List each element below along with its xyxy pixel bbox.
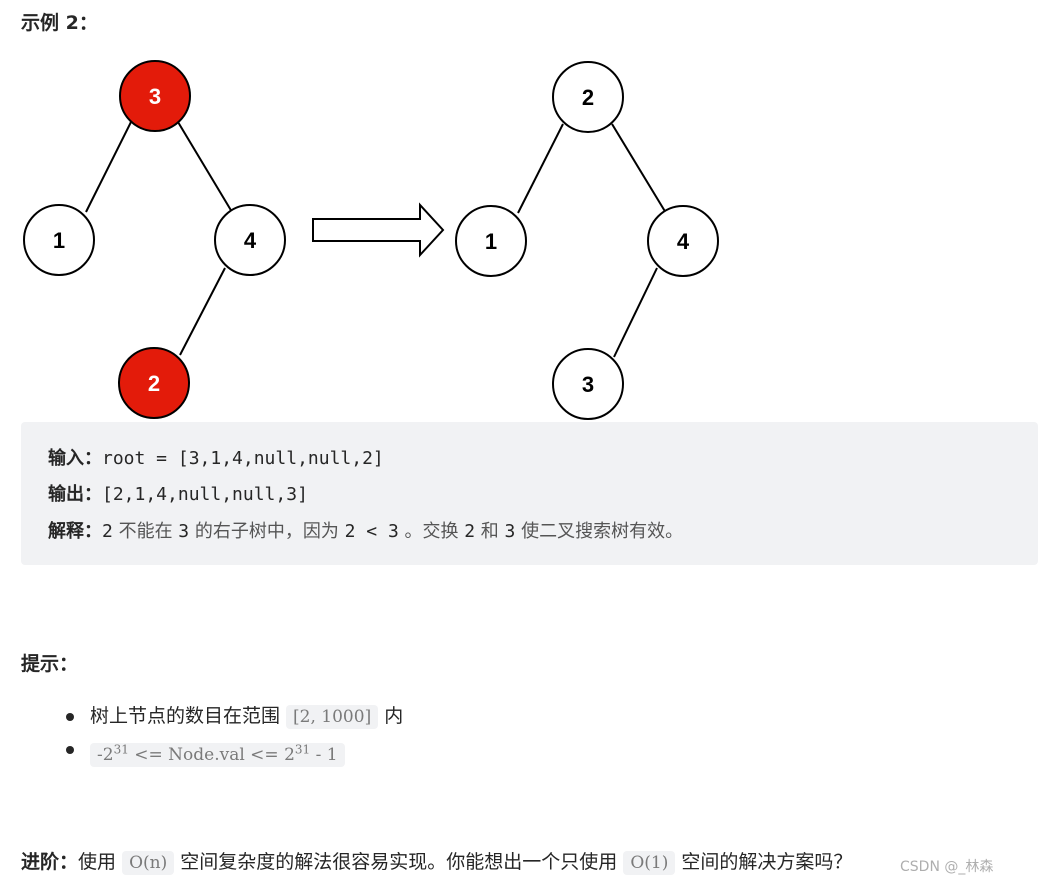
output-line: 输出：[2,1,4,null,null,3] <box>48 480 308 506</box>
after-node-3: 3 <box>552 348 624 420</box>
advanced-code-on: O(n) <box>122 851 175 875</box>
advanced-label: 进阶： <box>21 851 79 873</box>
hints-title: 提示： <box>21 653 79 675</box>
advanced-code-o1: O(1) <box>623 851 676 875</box>
explain-line: 解释：2 不能在 3 的右子树中，因为 2 < 3 。交换 2 和 3 使二叉搜… <box>48 517 683 543</box>
hint-code: [2, 1000] <box>286 705 379 729</box>
bullet-icon <box>66 746 74 754</box>
svg-text:3: 3 <box>149 84 161 109</box>
bst-swap-diagram: 3 1 4 2 2 1 4 3 <box>23 60 719 420</box>
svg-text:4: 4 <box>677 229 690 254</box>
explain-part: 和 <box>475 521 505 542</box>
advanced-text: 使用 <box>78 851 123 873</box>
before-node-1: 1 <box>23 204 95 276</box>
exponent: 31 <box>294 742 311 756</box>
hint-text: 内 <box>378 705 404 727</box>
output-value: [2,1,4,null,null,3] <box>102 484 308 505</box>
before-node-3: 3 <box>119 60 191 132</box>
advanced-text: 空间复杂度的解法很容易实现。你能想出一个只使用 <box>174 851 624 873</box>
explain-part: 3 <box>504 521 516 542</box>
after-node-1: 1 <box>455 205 527 277</box>
svg-text:2: 2 <box>148 371 160 396</box>
bullet-icon <box>66 713 74 721</box>
input-value: root = [3,1,4,null,null,2] <box>102 448 384 469</box>
advanced-text: 空间的解决方案吗？ <box>675 851 853 873</box>
explain-part: 不能在 <box>112 521 179 542</box>
hint-code: -231 <= Node.val <= 231 - 1 <box>90 742 345 767</box>
svg-text:1: 1 <box>53 228 65 253</box>
before-node-2: 2 <box>118 347 190 419</box>
input-line: 输入：root = [3,1,4,null,null,2] <box>48 444 384 470</box>
arrow-right-icon <box>312 202 445 258</box>
watermark: CSDN @_林森 <box>900 859 994 875</box>
input-label: 输入： <box>48 448 102 469</box>
after-node-4: 4 <box>647 205 719 277</box>
explain-part: 使二叉搜索树有效。 <box>515 521 684 542</box>
svg-text:2: 2 <box>582 85 594 110</box>
svg-text:3: 3 <box>582 372 594 397</box>
exponent: 31 <box>113 742 129 756</box>
explain-part: 2 <box>464 521 476 542</box>
svg-text:4: 4 <box>244 228 257 253</box>
after-node-2: 2 <box>552 61 624 133</box>
explain-part: 2 <box>102 521 113 542</box>
code-part: - 1 <box>310 744 338 765</box>
hint-item: -231 <= Node.val <= 231 - 1 <box>64 733 403 767</box>
svg-text:1: 1 <box>485 229 497 254</box>
hints-list: 树上节点的数目在范围 [2, 1000] 内 -231 <= Node.val … <box>64 700 403 767</box>
code-part: <= Node.val <= 2 <box>128 744 295 765</box>
output-label: 输出： <box>48 484 102 505</box>
explain-part: 。交换 <box>398 521 465 542</box>
before-node-4: 4 <box>214 204 286 276</box>
explain-part: 3 <box>178 521 190 542</box>
hint-text: 树上节点的数目在范围 <box>90 705 287 727</box>
explain-part: 的右子树中，因为 <box>189 521 345 542</box>
hint-item: 树上节点的数目在范围 [2, 1000] 内 <box>64 700 403 733</box>
explain-part: 2 < 3 <box>344 521 399 542</box>
explain-label: 解释： <box>48 521 102 542</box>
code-part: -2 <box>97 744 114 765</box>
advanced-note: 进阶：使用 O(n) 空间复杂度的解法很容易实现。你能想出一个只使用 O(1) … <box>21 847 853 875</box>
example-code-block: 输入：root = [3,1,4,null,null,2] 输出：[2,1,4,… <box>21 422 1038 565</box>
example-title: 示例 2： <box>21 12 98 34</box>
